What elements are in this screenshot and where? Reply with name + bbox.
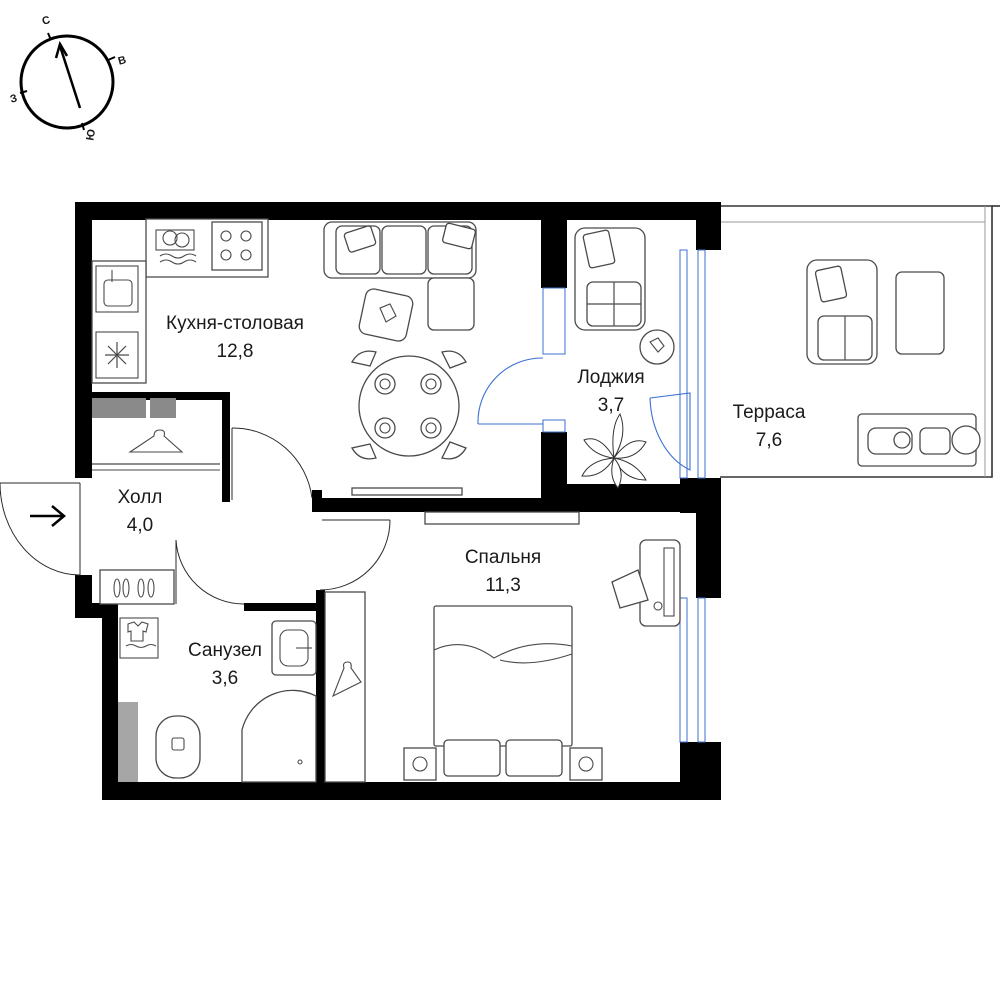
hanger-icon (128, 429, 184, 453)
shoe-rack-icon (99, 569, 175, 605)
wardrobe-icon (324, 591, 366, 783)
tv-icon (351, 487, 463, 496)
nightstand-right-icon (569, 747, 603, 781)
room-area-loggia: 3,7 (598, 395, 624, 416)
compass-west-label: З (9, 92, 19, 105)
room-area-bathroom: 3,6 (212, 668, 238, 689)
compass-south-label: Ю (84, 128, 98, 141)
room-area-hall: 4,0 (127, 515, 153, 536)
washbasin-icon (271, 620, 317, 676)
desk-chair-icon (611, 569, 649, 609)
nightstand-left-icon (403, 747, 437, 781)
room-name-bathroom: Санузел (188, 640, 262, 661)
walls (75, 202, 721, 800)
windows (542, 249, 706, 743)
room-name-hall: Холл (118, 487, 163, 508)
room-area-terrace: 7,6 (756, 430, 782, 451)
loggia-furniture (574, 227, 675, 489)
room-name-bedroom: Спальня (465, 547, 541, 568)
compass-north-label: С (41, 14, 52, 28)
terrace-furniture (806, 259, 981, 467)
room-name-loggia: Лоджия (577, 367, 644, 388)
kitchen-furniture (91, 218, 477, 496)
room-area-bedroom: 11,3 (485, 575, 521, 596)
doors (0, 357, 691, 605)
dining-table-icon (350, 350, 467, 460)
room-area-kitchen: 12,8 (217, 341, 254, 362)
sink-icon (95, 265, 139, 313)
bedroom-tv-icon (424, 511, 580, 525)
wet-zone (118, 702, 138, 782)
bed-icon (433, 605, 573, 777)
compass: С В Ю З (9, 14, 128, 141)
hall-furniture (92, 429, 220, 605)
arrow-right-icon (30, 505, 66, 527)
pouf-icon (358, 288, 414, 342)
toilet-icon (155, 715, 201, 779)
bathroom-furniture (118, 617, 317, 783)
lounger-icon (857, 413, 981, 467)
dishes-icon (155, 229, 195, 251)
stove-icon (211, 221, 263, 271)
terrace-outline (720, 205, 1000, 478)
washer-icon (119, 617, 159, 659)
shower-icon (241, 689, 317, 783)
room-name-terrace: Терраса (733, 402, 806, 423)
compass-east-label: В (117, 54, 128, 68)
plant-icon (581, 412, 647, 489)
terrace-table-icon (895, 271, 945, 355)
room-labels: Кухня-столовая 12,8 Лоджия 3,7 Терраса 7… (118, 313, 806, 689)
fridge-icon (95, 331, 139, 379)
side-table-icon (639, 329, 675, 365)
bedroom-furniture (324, 511, 681, 783)
room-name-kitchen: Кухня-столовая (166, 313, 304, 334)
